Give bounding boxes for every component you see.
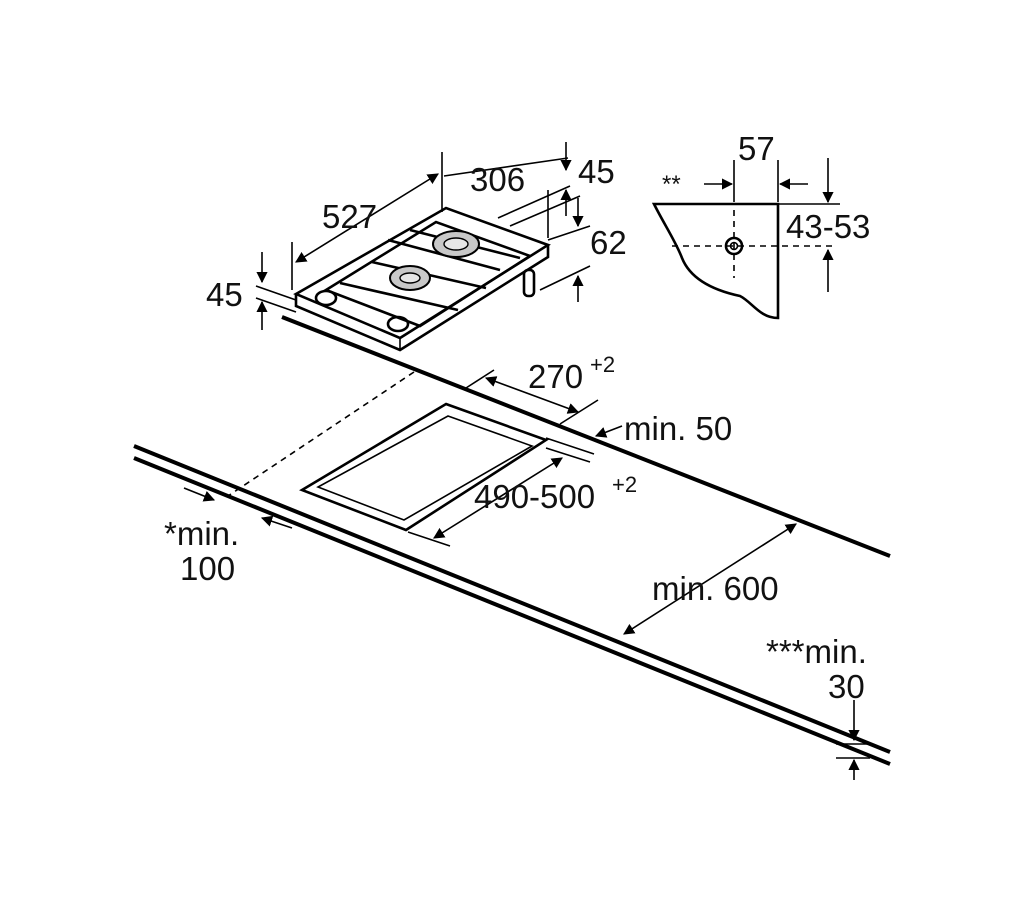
label-min-30-line1: ***min. <box>766 633 867 670</box>
label-width-306: 306 <box>470 161 525 198</box>
bracket-profile <box>651 202 780 320</box>
hob <box>293 206 551 352</box>
label-cutout-width: 270 <box>528 358 583 395</box>
countertop-front-edge-bottom <box>133 456 891 766</box>
countertop-front-edge-top <box>133 444 891 754</box>
countertop <box>133 315 891 766</box>
bracket-detail <box>651 158 840 320</box>
label-cutout-width-tolerance: +2 <box>590 352 615 377</box>
label-min-100-line2: 100 <box>180 550 235 587</box>
label-height-45-top: 45 <box>578 153 615 190</box>
label-cutout-depth-tolerance: +2 <box>612 472 637 497</box>
bracket-screw-hole <box>724 236 744 256</box>
label-min-600: min. 600 <box>652 570 779 607</box>
label-bracket-range: 43-53 <box>786 208 870 245</box>
cutout <box>299 402 549 532</box>
label-bracket-note: ** <box>662 171 681 198</box>
cutout-dimensions <box>183 369 870 780</box>
hob-leg <box>522 268 536 298</box>
dimension-labels: 306 45 527 62 45 57 43-53 ** 270 +2 min.… <box>164 130 870 705</box>
label-height-62: 62 <box>590 224 627 261</box>
label-min-50: min. 50 <box>624 410 732 447</box>
hob-dimensions <box>255 142 591 330</box>
countertop-back-edge <box>281 315 891 558</box>
hob-frame-side <box>294 245 550 352</box>
knob-right <box>386 315 410 333</box>
label-min-100-line1: *min. <box>164 515 239 552</box>
label-height-45-left: 45 <box>206 276 243 313</box>
projection-dashed-line <box>227 371 415 497</box>
label-bracket-57: 57 <box>738 130 775 167</box>
cutout-inner-edge <box>316 415 534 521</box>
label-min-30-line2: 30 <box>828 668 865 705</box>
cutout-outline <box>299 402 549 532</box>
knob-left <box>314 289 338 307</box>
label-cutout-depth: 490-500 <box>474 478 595 515</box>
label-depth-527: 527 <box>322 198 377 235</box>
